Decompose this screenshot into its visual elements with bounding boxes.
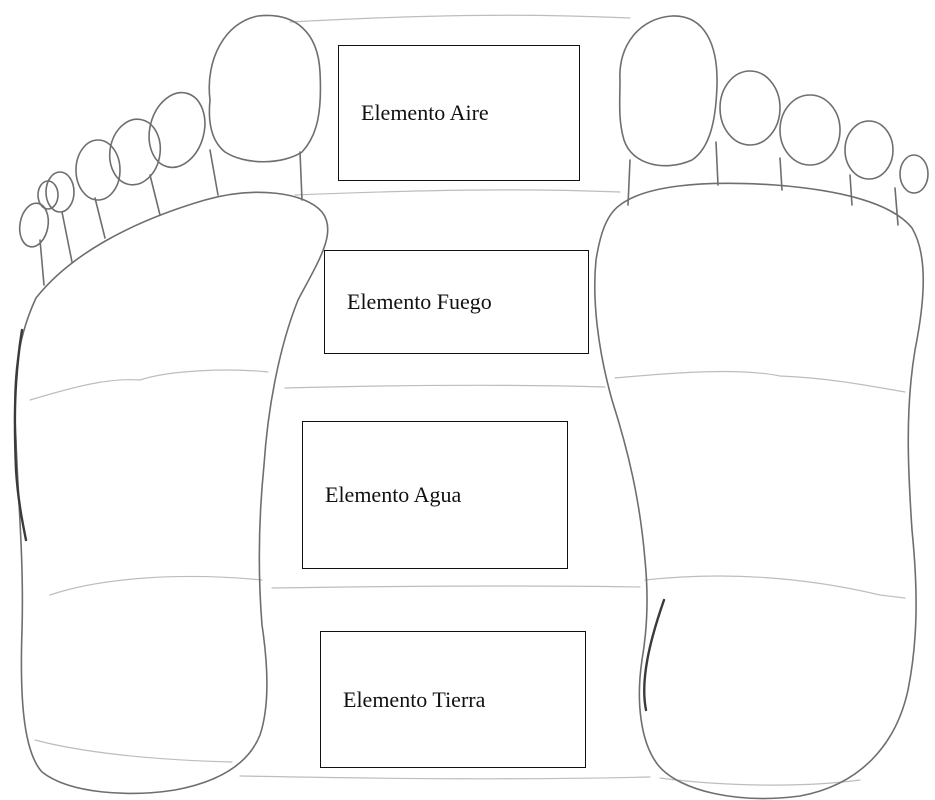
right-toe-2 [720, 71, 780, 145]
zone-label-tierra: Elemento Tierra [320, 631, 586, 768]
guide-mid-mid [272, 586, 640, 588]
left-foot-shadow [15, 330, 26, 540]
guide-bottom-right [660, 778, 860, 785]
zone-label-fuego: Elemento Fuego [324, 250, 589, 354]
right-toe-line-4 [850, 175, 852, 205]
left-foot [15, 15, 328, 793]
zone-label-agua: Elemento Agua [302, 421, 568, 569]
right-foot-outline [595, 183, 923, 798]
zone-label-agua-text: Elemento Agua [325, 484, 461, 506]
guide-mid-right [645, 576, 905, 598]
right-toe-3 [780, 95, 840, 165]
left-toe-line-4 [95, 198, 105, 238]
left-toe-line-2 [210, 150, 218, 195]
left-toe-3 [105, 115, 166, 189]
left-toe-big [209, 15, 320, 161]
guide-mid-left [50, 576, 262, 595]
zone-label-tierra-text: Elemento Tierra [343, 689, 485, 711]
left-toe-line-5 [62, 212, 72, 262]
right-toe-5 [900, 155, 928, 193]
left-toe-5a [46, 172, 74, 212]
guide-toe-base [295, 190, 620, 195]
right-foot [595, 16, 928, 798]
left-toe-2 [141, 86, 213, 173]
guide-top [290, 15, 630, 22]
right-toe-line-2 [716, 142, 718, 185]
right-toe-line-5 [895, 188, 898, 225]
guide-upper-mid [285, 385, 605, 388]
guide-bottom-left [35, 740, 232, 762]
right-toe-4 [845, 121, 893, 179]
left-toe-line-6 [40, 240, 44, 285]
zone-label-aire: Elemento Aire [338, 45, 580, 181]
zone-label-fuego-text: Elemento Fuego [347, 291, 492, 313]
left-foot-outline [15, 192, 328, 793]
left-toe-line-1 [300, 152, 302, 200]
zone-label-aire-text: Elemento Aire [361, 102, 489, 124]
guide-upper-right [615, 372, 905, 392]
guide-bottom [240, 776, 650, 779]
right-toe-big [620, 16, 717, 166]
left-toe-line-3 [150, 175, 160, 215]
guide-upper-left [30, 370, 268, 400]
